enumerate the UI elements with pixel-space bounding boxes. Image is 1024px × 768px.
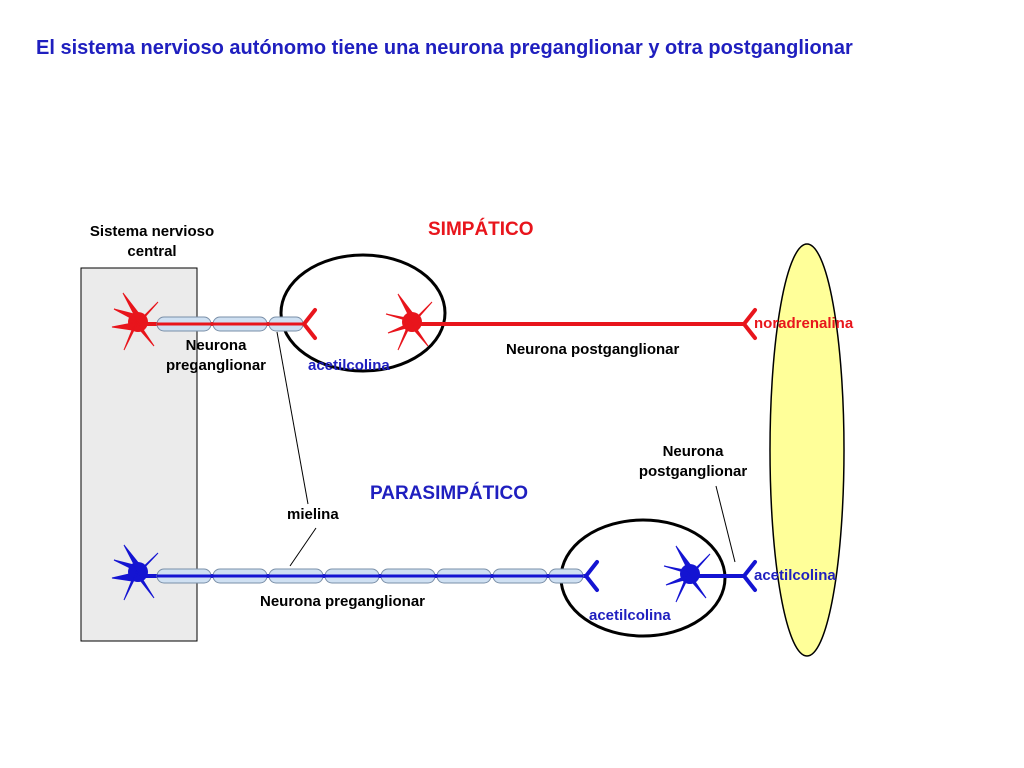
symp-post-cell-body: [385, 293, 433, 351]
para-pre-transmitter-label: acetilcolina: [589, 607, 671, 624]
para-myelin-sheath: [156, 568, 584, 584]
page-title: El sistema nervioso autónomo tiene una n…: [36, 37, 853, 59]
para-post-cell-body: [663, 545, 711, 603]
myelin-leader-upper: [276, 331, 309, 505]
cns-label: Sistema nervioso central: [89, 223, 215, 260]
para-post-terminal: [742, 560, 757, 592]
para-post-transmitter-label: acetilcolina: [754, 567, 836, 584]
symp-pre-neuron-label: Neurona preganglionar: [165, 337, 266, 374]
symp-pre-transmitter-label: acetilcolina: [308, 357, 390, 374]
target-organ: [769, 243, 845, 657]
symp-post-neuron-label: Neurona postganglionar: [506, 341, 680, 358]
symp-post-transmitter-label: noradrenalina: [754, 315, 854, 332]
myelin-leader-lower: [289, 527, 317, 567]
symp-pre-terminal: [302, 308, 317, 340]
para-pre-terminal: [584, 560, 599, 592]
sympathetic-ganglion: [279, 253, 447, 373]
para-pre-cell-body: [111, 544, 159, 601]
para-post-neuron-label: Neurona postganglionar: [638, 443, 748, 480]
symp-post-terminal: [742, 308, 757, 340]
parasympathetic-label: PARASIMPÁTICO: [370, 483, 528, 504]
symp-myelin-sheath: [156, 316, 304, 332]
para-pre-neuron-label: Neurona preganglionar: [260, 593, 426, 610]
para-post-leader: [715, 485, 736, 563]
symp-pre-cell-body: [111, 292, 159, 351]
sympathetic-label: SIMPÁTICO: [428, 219, 534, 240]
myelin-label: mielina: [287, 506, 339, 523]
